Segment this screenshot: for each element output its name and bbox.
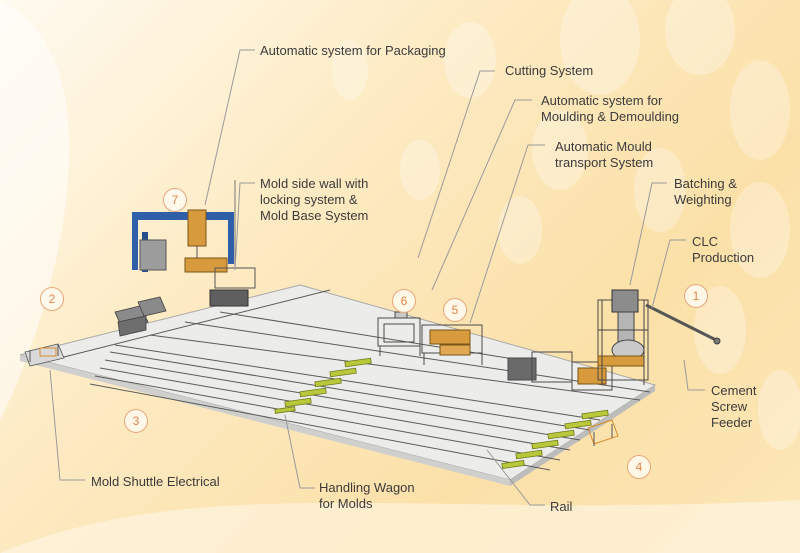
label-mould-transport: Automatic Mould transport System <box>555 139 654 170</box>
label-mold-side-wall: Mold side wall with locking system & Mol… <box>260 176 369 223</box>
label-clc-production: CLC Production <box>692 234 755 265</box>
label-mold-shuttle: Mold Shuttle Electrical <box>91 474 220 489</box>
label-moulding-demoulding: Automatic system for Moulding & Demouldi… <box>541 93 680 124</box>
rail-tracks <box>59 289 651 471</box>
packaging-gantry <box>132 180 256 307</box>
label-handling-wagon: Handling Wagon for Molds <box>319 480 415 511</box>
label-cement-screw-feeder: Cement Screw Feeder <box>711 383 757 430</box>
marker-3: 3 <box>124 409 148 433</box>
end-shuttle <box>587 419 619 446</box>
marker-6: 6 <box>392 289 416 313</box>
factory-floor <box>19 284 657 486</box>
marker-4: 4 <box>627 455 651 479</box>
cement-screw-feeder <box>645 303 721 345</box>
batching-tower <box>597 289 649 385</box>
leader-lines <box>49 49 705 506</box>
marker-5: 5 <box>443 298 467 322</box>
marker-1: 1 <box>684 284 708 308</box>
label-cutting-system: Cutting System <box>505 63 594 78</box>
marker-7: 7 <box>163 188 187 212</box>
label-batching-weighting: Batching & Weighting <box>674 176 737 207</box>
label-packaging: Automatic system for Packaging <box>260 43 446 58</box>
label-rail: Rail <box>550 499 573 514</box>
moulding-machine <box>421 324 483 365</box>
mould-transport <box>507 351 613 391</box>
mold-shuttle-machine <box>24 343 65 367</box>
handling-wagons <box>274 357 609 469</box>
mold-base-boxes <box>114 296 167 337</box>
marker-2: 2 <box>40 287 64 311</box>
